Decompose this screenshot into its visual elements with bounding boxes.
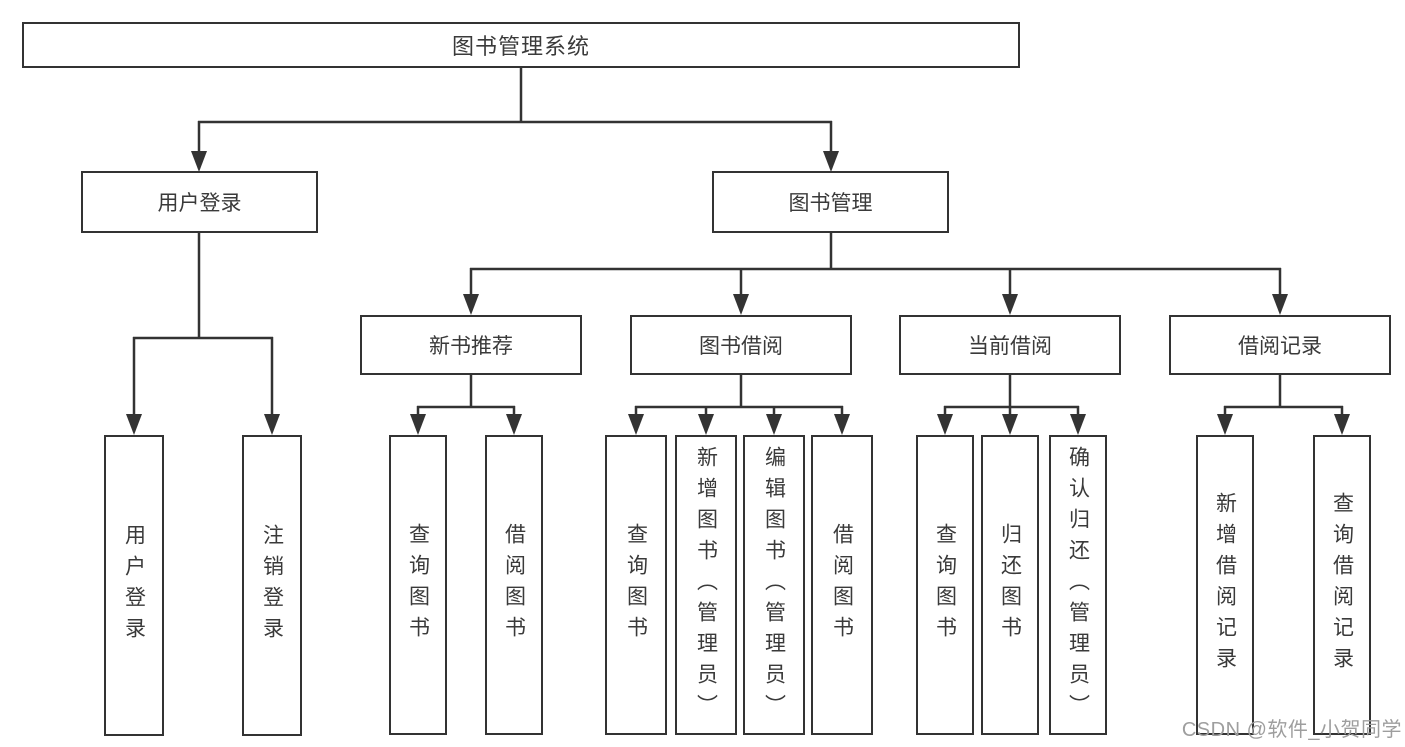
leaf-confirm-return-admin: 确认归还（管理员） — [1049, 435, 1107, 735]
csdn-watermark: CSDN @软件_小贺同学 — [1181, 719, 1402, 741]
arrowhead-icon — [1334, 414, 1350, 435]
node-borrowing-records: 借阅记录 — [1169, 315, 1391, 375]
arrowhead-icon — [1002, 414, 1018, 435]
arrowhead-icon — [410, 414, 426, 435]
arrowhead-icon — [264, 414, 280, 435]
arrowhead-icon — [733, 294, 749, 315]
node-new-book-recommendation: 新书推荐 — [360, 315, 582, 375]
arrowhead-icon — [628, 414, 644, 435]
arrowhead-icon — [937, 414, 953, 435]
arrowhead-icon — [1002, 294, 1018, 315]
node-user-login: 用户登录 — [81, 171, 318, 233]
leaf-borrow-books-2: 借阅图书 — [811, 435, 873, 735]
arrowhead-icon — [506, 414, 522, 435]
arrowhead-icon — [823, 151, 839, 172]
leaf-query-borrow-record: 查询借阅记录 — [1313, 435, 1371, 735]
leaf-logout: 注销登录 — [242, 435, 302, 736]
arrowhead-icon — [698, 414, 714, 435]
leaf-edit-book-admin: 编辑图书（管理员） — [743, 435, 805, 735]
leaf-return-book: 归还图书 — [981, 435, 1039, 735]
arrowhead-icon — [834, 414, 850, 435]
tree-connector-path — [132, 68, 1344, 418]
node-book-management: 图书管理 — [712, 171, 949, 233]
leaf-add-book-admin: 新增图书（管理员） — [675, 435, 737, 735]
leaf-add-borrow-record: 新增借阅记录 — [1196, 435, 1254, 735]
arrowhead-icon — [1272, 294, 1288, 315]
leaf-query-books-1: 查询图书 — [389, 435, 447, 735]
node-current-borrowing: 当前借阅 — [899, 315, 1121, 375]
leaf-borrow-books-1: 借阅图书 — [485, 435, 543, 735]
arrowhead-icon — [126, 414, 142, 435]
arrowhead-icon — [1070, 414, 1086, 435]
arrowhead-icon — [463, 294, 479, 315]
leaf-query-books-2: 查询图书 — [605, 435, 667, 735]
arrowhead-icon — [191, 151, 207, 172]
leaf-user-login: 用户登录 — [104, 435, 164, 736]
arrowhead-icon — [1217, 414, 1233, 435]
node-book-borrowing: 图书借阅 — [630, 315, 852, 375]
leaf-query-books-3: 查询图书 — [916, 435, 974, 735]
node-root: 图书管理系统 — [22, 22, 1020, 68]
arrowhead-icon — [766, 414, 782, 435]
